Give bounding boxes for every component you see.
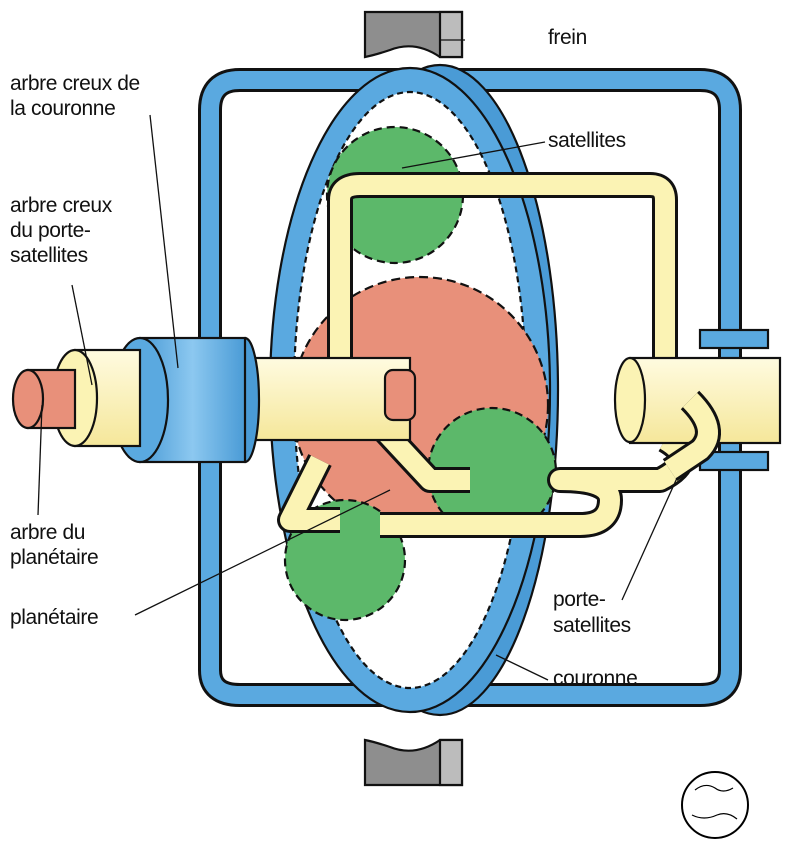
label-planet-carrier-line1: porte- (553, 588, 606, 611)
label-carrier-hollow-shaft-line3: satellites (10, 244, 88, 267)
europa-lehrmittel-logo (681, 771, 749, 839)
brake-bottom (363, 738, 464, 787)
label-sun-shaft-line1: arbre du (10, 521, 85, 544)
brake-top (363, 10, 464, 59)
label-sun-shaft-line2: planétaire (10, 546, 98, 569)
label-brake: frein (548, 26, 587, 49)
label-planet-gears: satellites (548, 129, 626, 152)
label-ring-hollow-shaft-line1: arbre creux de (10, 72, 140, 95)
label-carrier-hollow-shaft-line2: du porte- (10, 219, 91, 242)
label-planet-carrier-line2: satellites (553, 614, 631, 637)
right-shaft-assembly (613, 356, 782, 481)
left-shaft-assembly (11, 336, 417, 464)
planet-carrier (277, 172, 695, 538)
leader-lines (37, 39, 678, 681)
label-ring-gear: couronne (553, 667, 637, 690)
label-ring-hollow-shaft-line2: la couronne (10, 97, 115, 120)
label-carrier-hollow-shaft-line1: arbre creux (10, 194, 113, 217)
label-sun-gear: planétaire (10, 606, 98, 629)
